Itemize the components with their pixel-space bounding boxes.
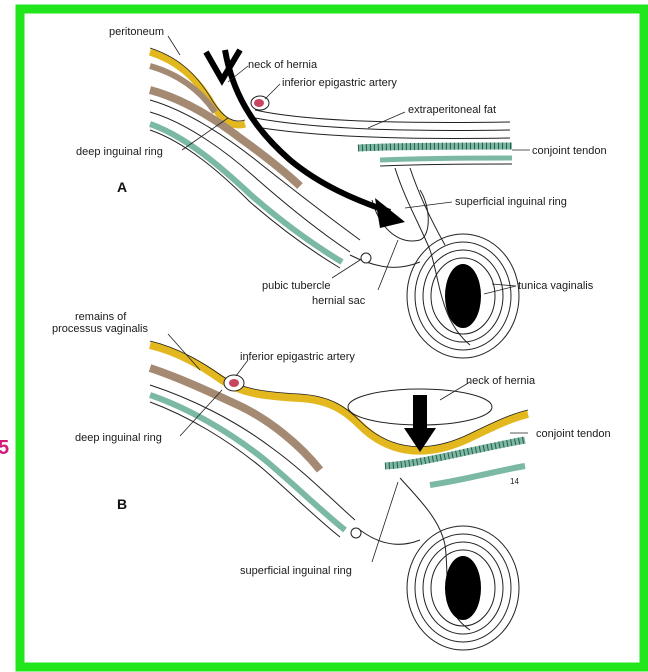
conjoint-tendon-band-a — [358, 146, 512, 148]
artist-mark: 14 — [510, 477, 519, 486]
leader-sac — [378, 240, 398, 290]
leader-peritoneum — [168, 36, 180, 55]
pubic-tubercle-a — [361, 253, 371, 263]
label-inferior-epigastric-artery-b: inferior epigastric artery — [240, 351, 355, 363]
wall-line-a2 — [255, 118, 510, 131]
edge-slide-number: 5 — [0, 437, 9, 459]
panel-letter-b: B — [117, 496, 127, 512]
label-remains-line2: processus vaginalis — [52, 323, 148, 335]
layer-line-b2 — [150, 402, 340, 537]
wall-line-a4 — [380, 164, 512, 166]
label-superficial-inguinal-ring-b: superficial inguinal ring — [240, 565, 352, 577]
leader-superficial-a — [405, 202, 452, 208]
label-deep-inguinal-ring-b: deep inguinal ring — [75, 432, 162, 444]
leader-artery-a — [265, 84, 280, 99]
cord-line-b2 — [360, 530, 420, 544]
testis-b — [445, 556, 481, 620]
leader-pubic — [332, 260, 360, 278]
label-deep-inguinal-ring-a: deep inguinal ring — [76, 146, 163, 158]
label-peritoneum: peritoneum — [109, 26, 164, 38]
panel-letter-a: A — [117, 179, 127, 195]
leader-fat — [368, 112, 405, 128]
label-conjoint-tendon-a: conjoint tendon — [532, 145, 607, 157]
leader-deep-ring-a — [182, 118, 228, 150]
label-neck-of-hernia-b: neck of hernia — [466, 375, 536, 387]
hernia-arrowhead-a — [375, 198, 405, 228]
label-remains-line1: remains of — [75, 311, 127, 323]
label-conjoint-tendon-b: conjoint tendon — [536, 428, 611, 440]
label-neck-of-hernia-a: neck of hernia — [248, 59, 318, 71]
leader-tunica-2 — [492, 284, 516, 286]
label-pubic-tubercle: pubic tubercle — [262, 280, 331, 292]
layer-line-a3 — [150, 130, 340, 268]
label-superficial-inguinal-ring-a: superficial inguinal ring — [455, 196, 567, 208]
tendon-band-a-right — [380, 158, 512, 160]
testis-a — [445, 264, 481, 328]
label-inferior-epigastric-artery-a: inferior epigastric artery — [282, 77, 397, 89]
panel-b-illustration — [150, 341, 528, 650]
epigastric-artery-lumen-b — [229, 379, 239, 387]
hernia-path-arrow-a — [225, 50, 390, 212]
epigastric-artery-lumen-a — [254, 99, 264, 107]
cord-line-a3 — [350, 255, 420, 267]
leader-superficial-b — [372, 482, 398, 562]
pubic-tubercle-b — [351, 528, 361, 538]
label-tunica-vaginalis: tunica vaginalis — [518, 280, 594, 292]
label-hernial-sac: hernial sac — [312, 295, 366, 307]
label-extraperitoneal-fat: extraperitoneal fat — [408, 104, 496, 116]
